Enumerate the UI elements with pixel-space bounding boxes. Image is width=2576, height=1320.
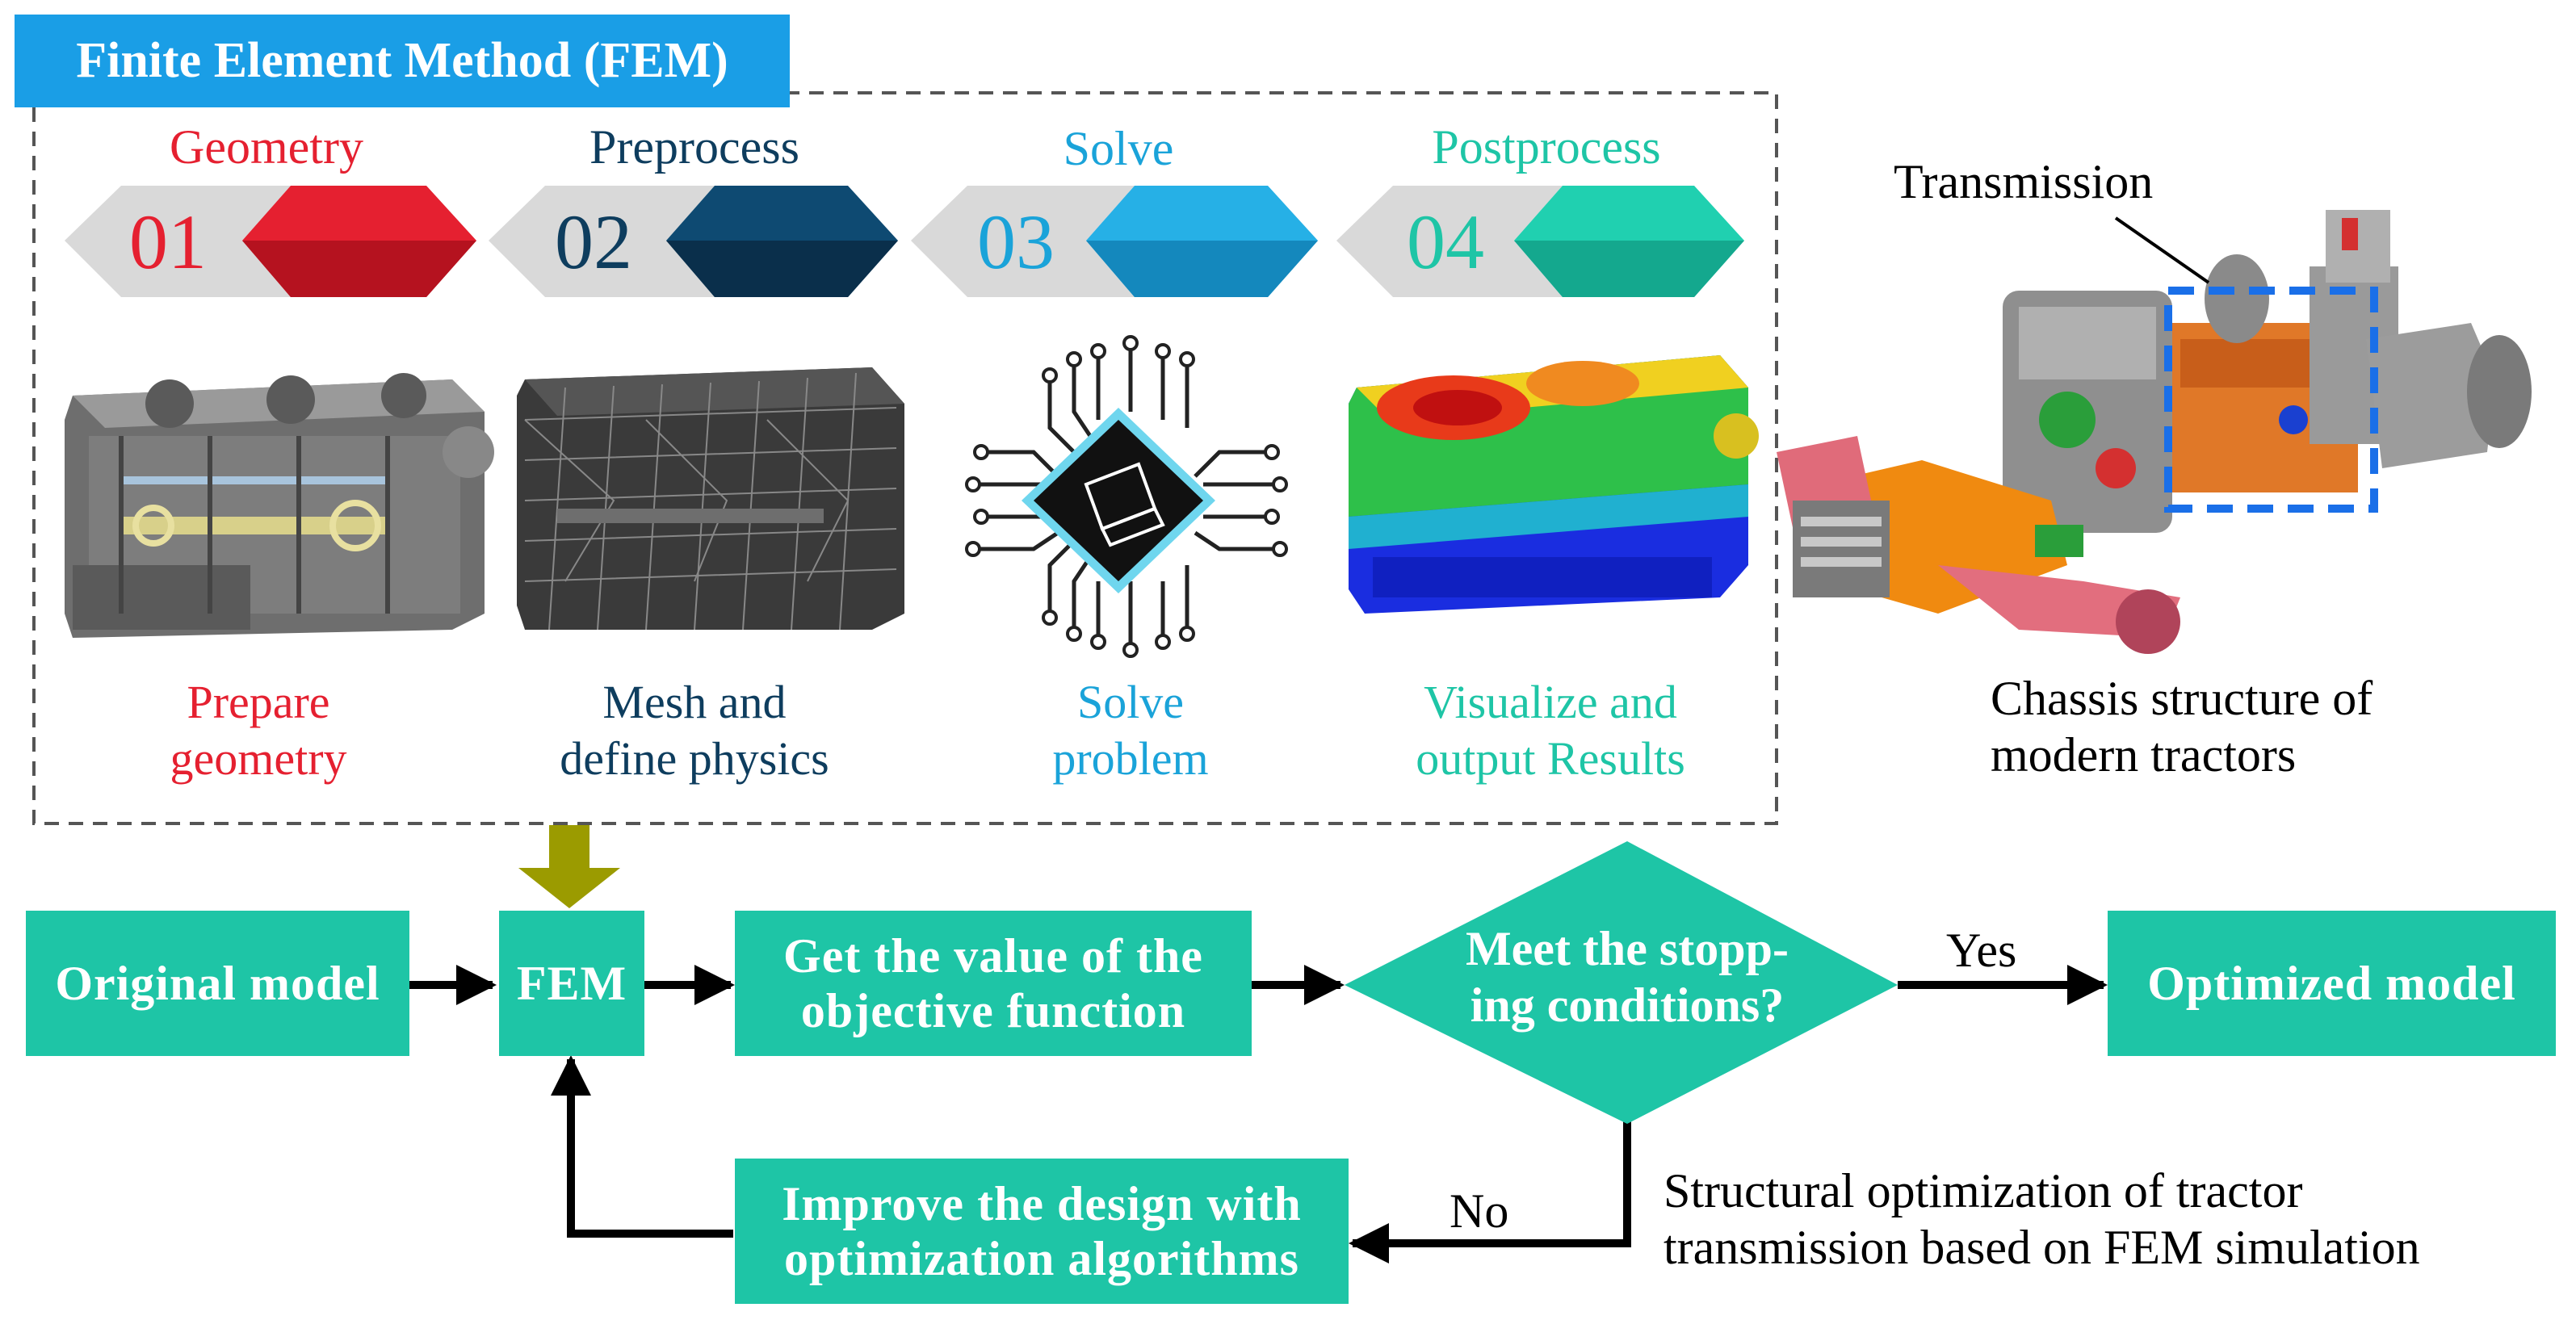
optimized-model-box: Optimized model [2108,911,2556,1056]
chevron-04 [1336,186,1744,297]
decision-text: Meet the stopp- ing conditions? [1385,920,1869,1050]
optimized-model-label: Optimized model [2147,957,2516,1010]
figure-caption: Structural optimization of tractor trans… [1663,1163,2420,1276]
arrow-improve-to-fem [551,1055,733,1238]
step-number-01: 01 [129,199,207,285]
step-number-04: 04 [1407,199,1484,285]
step-desc-solve-line2: problem [1052,732,1209,785]
step-title-preprocess: Preprocess [589,120,799,174]
step-desc-postprocess: Visualize and output Results [1324,674,1777,787]
fem-box: FEM [499,911,644,1056]
fem-label: FEM [516,957,627,1010]
step-number-02: 02 [555,199,632,285]
improve-line2: optimization algorithms [784,1232,1299,1285]
decision-diamond [1345,841,1898,1124]
improve-design-box: Improve the design with optimization alg… [735,1159,1349,1304]
chassis-caption-line2: modern tractors [1991,728,2297,782]
chevron-03 [911,186,1318,297]
step-desc-solve-line1: Solve [1076,676,1185,728]
tractor-chassis-image [1777,210,2532,654]
step-title-geometry: Geometry [170,120,363,174]
fem-title-banner: Finite Element Method (FEM) [15,15,790,107]
mesh-model-image [517,367,904,631]
chip-icon [965,335,1288,658]
transmission-label: Transmission [1894,155,2154,208]
transmission-callout-line [2114,216,2210,284]
step-desc-postprocess-line1: Visualize and [1424,676,1677,728]
step-title-postprocess: Postprocess [1432,120,1661,174]
step-number-03: 03 [977,199,1055,285]
step-title-solve: Solve [1063,122,1174,175]
geometry-model-image [65,373,494,638]
objective-line1: Get the value of the [783,929,1203,983]
step-desc-preprocess: Mesh and define physics [468,674,921,787]
step-desc-geometry-line2: geometry [170,732,347,785]
step-desc-geometry: Prepare geometry [32,674,485,787]
fem-title-text: Finite Element Method (FEM) [76,33,728,88]
improve-line1: Improve the design with [782,1177,1302,1230]
step-desc-preprocess-line2: define physics [560,732,829,785]
figure-caption-line1: Structural optimization of tractor [1663,1164,2303,1217]
arrow-decision-to-improve [1349,1116,1631,1263]
step-desc-preprocess-line1: Mesh and [602,676,787,728]
decision-line1: Meet the stopp- [1466,922,1789,975]
yes-label: Yes [1946,924,2017,977]
stress-result-image [1349,355,1759,614]
no-label: No [1450,1184,1509,1238]
objective-line2: objective function [800,984,1186,1037]
step-desc-postprocess-line2: output Results [1416,732,1685,785]
fem-down-arrow [518,825,620,908]
chevron-02 [489,186,898,297]
objective-function-box: Get the value of the objective function [735,911,1252,1056]
original-model-label: Original model [55,957,380,1010]
decision-line2: ing conditions? [1470,978,1785,1032]
original-model-box: Original model [26,911,409,1056]
transmission-highlight-box [2164,287,2378,513]
chassis-caption: Chassis structure of modern tractors [1991,670,2373,783]
chevron-01 [65,186,476,297]
figure-caption-line2: transmission based on FEM simulation [1663,1221,2420,1274]
step-desc-geometry-line1: Prepare [187,676,330,728]
step-desc-solve: Solve problem [904,674,1357,787]
fem-dashed-frame [32,91,1778,825]
chassis-caption-line1: Chassis structure of [1991,672,2373,725]
